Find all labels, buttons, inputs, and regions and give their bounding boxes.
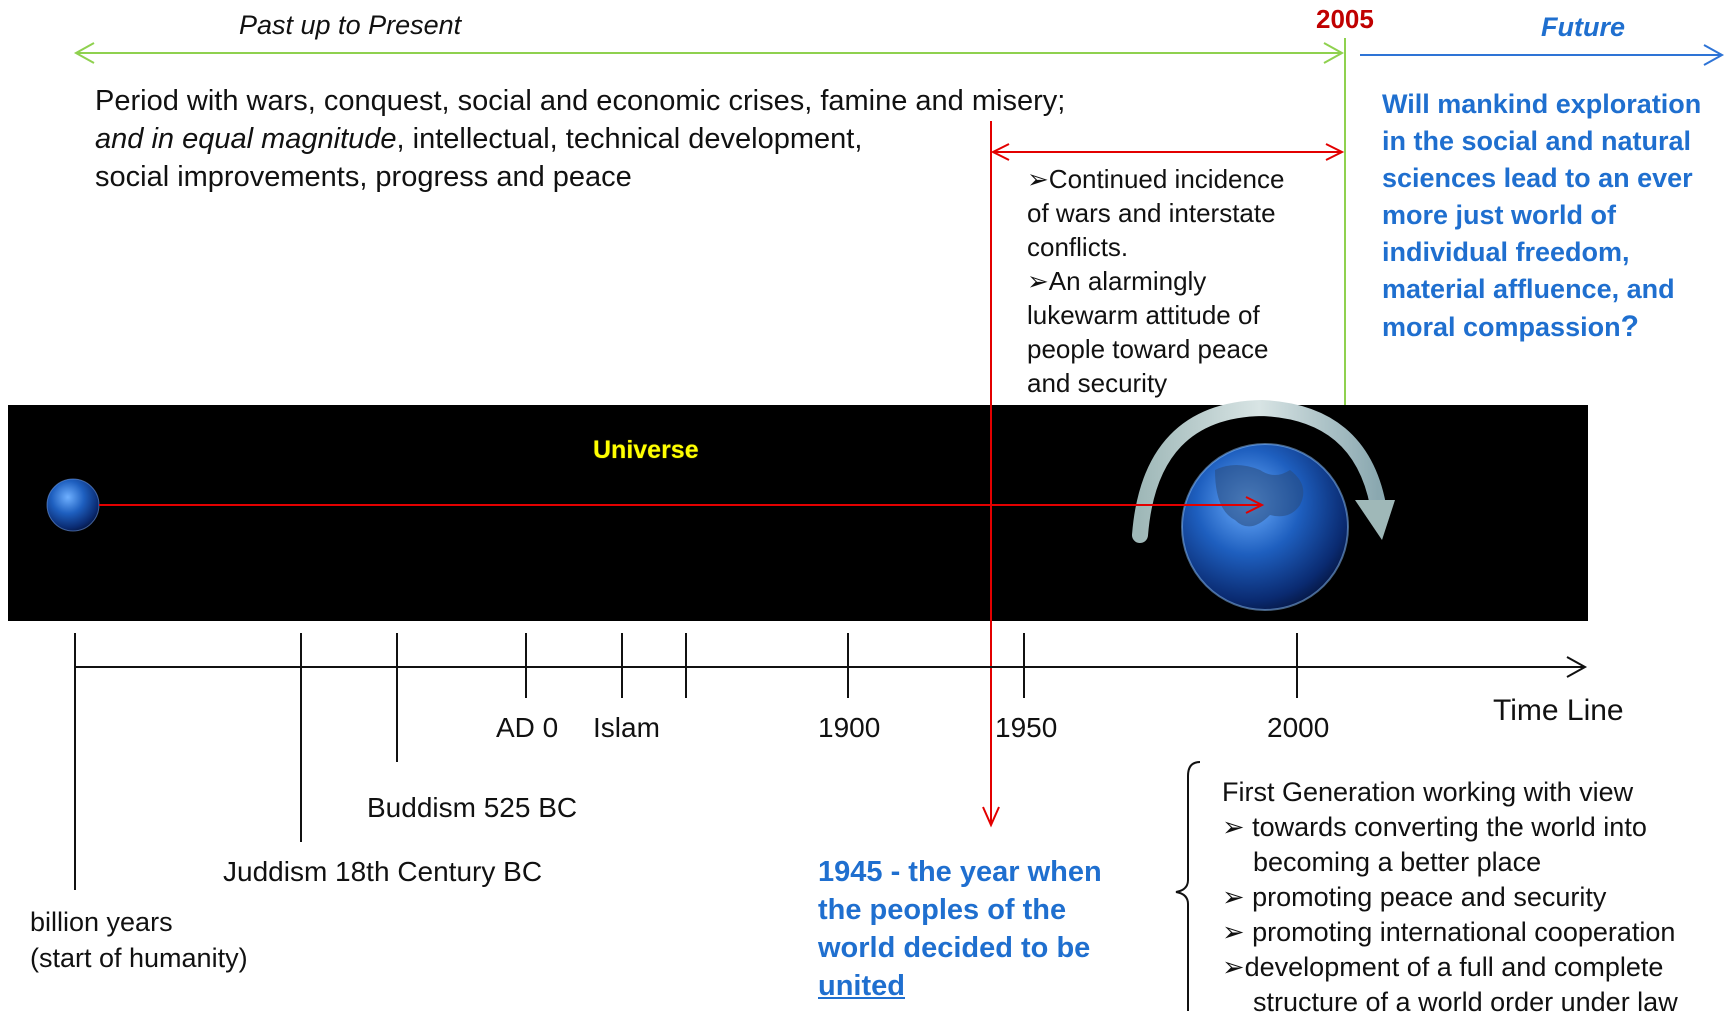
tick-label-1900: 1900	[818, 712, 881, 743]
bullet-icon: ➢	[1222, 917, 1245, 947]
generation-item-1-cont: becoming a better place	[1253, 847, 1542, 877]
generation-item-text: promoting international cooperation	[1252, 917, 1676, 947]
generation-item-4-cont: structure of a world order under law	[1253, 987, 1678, 1017]
bullet-icon: ➢	[1222, 812, 1245, 842]
period-description: Period with wars, conquest, social and e…	[95, 82, 1065, 196]
incidence-text: An alarmingly	[1048, 266, 1207, 296]
incidence-text: Continued incidence	[1048, 164, 1285, 194]
earth-small-icon	[46, 478, 100, 532]
future-question-text: Will mankind exploration in the social a…	[1382, 89, 1702, 342]
year-1945-line-3: world decided to be	[818, 932, 1091, 964]
generation-item-4: ➢development of a full and complete	[1222, 950, 1678, 985]
incidence-line-7: and security	[1027, 368, 1168, 398]
future-arrow	[1360, 44, 1725, 66]
period-line-1: Period with wars, conquest, social and e…	[95, 85, 1066, 117]
incidence-line-2: of wars and interstate	[1027, 198, 1276, 228]
bullet-icon: ➢	[1027, 266, 1049, 296]
incidence-line-5: lukewarm attitude of	[1027, 300, 1260, 330]
generation-item-3: ➢ promoting international cooperation	[1222, 915, 1678, 950]
earth-large-icon	[1181, 443, 1349, 611]
year-1945-line-2: the peoples of the	[818, 894, 1067, 926]
incidence-line-4: ➢An alarmingly	[1027, 264, 1327, 298]
origin-line-1: billion years	[30, 907, 173, 937]
year-1945-line-4: united	[818, 970, 905, 1002]
question-mark: ?	[1620, 310, 1639, 343]
generation-heading: First Generation working with view	[1222, 777, 1634, 807]
incidence-line-3: conflicts.	[1027, 232, 1129, 262]
incidence-notes: ➢Continued incidence of wars and interst…	[1027, 162, 1327, 400]
tick-label-2000: 2000	[1267, 712, 1330, 743]
origin-line-2: (start of humanity)	[30, 943, 248, 973]
timeline-label: Time Line	[1493, 694, 1624, 727]
generation-item-text: promoting peace and security	[1252, 882, 1607, 912]
period-line-2-rest: , intellectual, technical development,	[396, 123, 863, 155]
year-1945-note: 1945 - the year when the peoples of the …	[818, 853, 1102, 1005]
incidence-line-1: ➢Continued incidence	[1027, 162, 1327, 196]
period-line-3: social improvements, progress and peace	[95, 161, 632, 193]
generation-bracket	[1175, 761, 1201, 1011]
period-red-arrow	[990, 143, 1345, 161]
past-arrow	[73, 42, 1345, 64]
period-emphasis: and in equal magnitude	[95, 123, 397, 155]
universe-label: Universe	[593, 436, 699, 464]
timeline-axis	[75, 656, 1588, 678]
generation-item-2: ➢ promoting peace and security	[1222, 880, 1678, 915]
tick-label-origin: billion years (start of humanity)	[30, 904, 248, 976]
past-label: Past up to Present	[239, 10, 462, 40]
future-label: Future	[1541, 12, 1625, 42]
tick-label-judaism: Juddism 18th Century BC	[223, 856, 543, 887]
generation-item-text: towards converting the world into	[1252, 812, 1647, 842]
timeline-ticks	[74, 633, 1298, 890]
universe-red-arrow	[99, 496, 1265, 514]
generation-item-text: development of a full and complete	[1244, 952, 1664, 982]
tick-label-buddhism: Buddism 525 BC	[367, 792, 578, 823]
period-line-2: and in equal magnitude, intellectual, te…	[95, 120, 1065, 158]
bullet-icon: ➢	[1222, 882, 1245, 912]
bullet-icon: ➢	[1222, 952, 1245, 982]
incidence-line-6: people toward peace	[1027, 334, 1269, 364]
tick-label-ad0: AD 0	[496, 712, 559, 743]
year-1945-line-1: 1945 - the year when	[818, 856, 1102, 888]
tick-label-1950: 1950	[995, 712, 1058, 743]
generation-notes: First Generation working with view ➢ tow…	[1222, 775, 1678, 1020]
future-question: Will mankind exploration in the social a…	[1382, 86, 1732, 346]
generation-item-1: ➢ towards converting the world into	[1222, 810, 1678, 845]
tick-label-islam: Islam	[593, 712, 660, 743]
bullet-icon: ➢	[1027, 164, 1049, 194]
year-1945-arrow	[982, 121, 1000, 828]
rotation-arrow-icon	[1132, 399, 1395, 543]
year-2005-label: 2005	[1316, 4, 1374, 34]
